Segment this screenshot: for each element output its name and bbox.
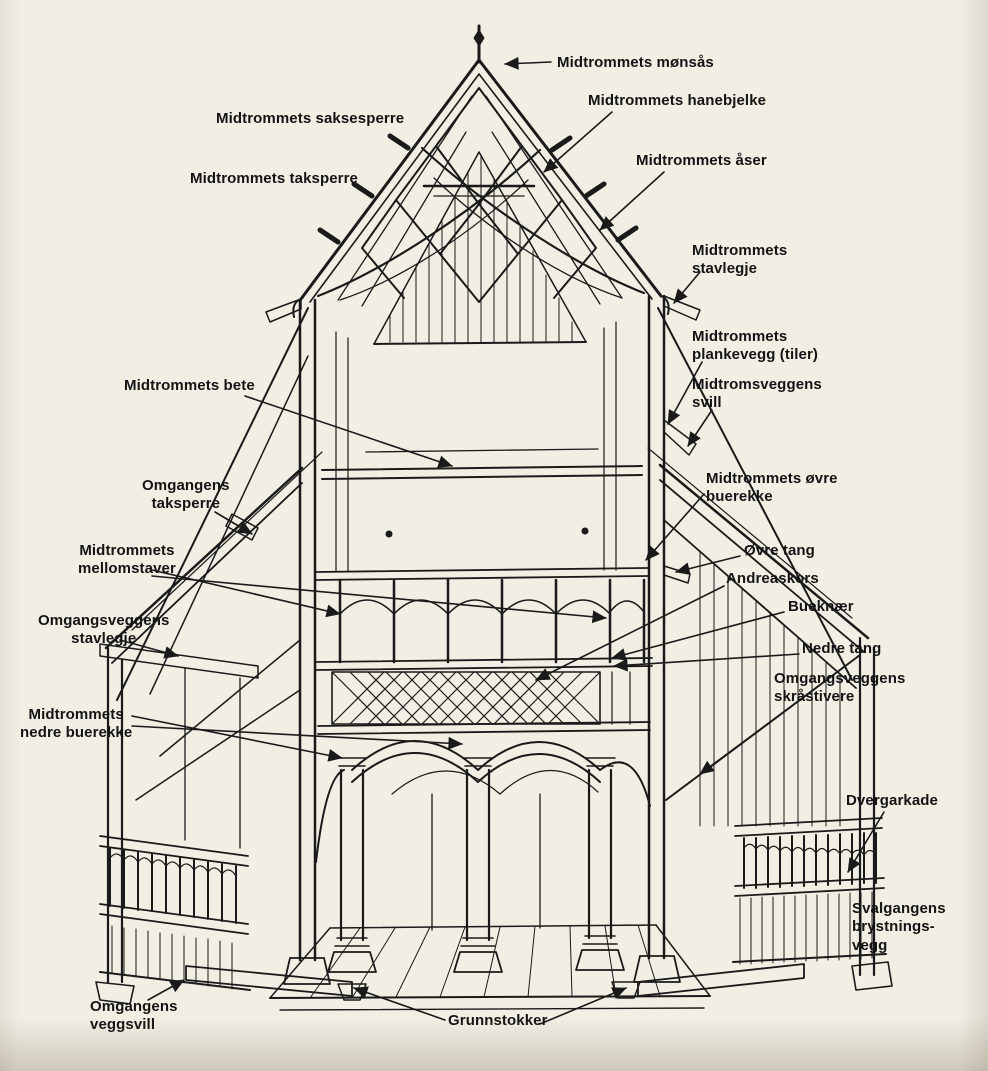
arrow-skrastivere [699, 705, 793, 775]
left-aisle [95, 307, 323, 1005]
lower-arcade [283, 740, 681, 985]
upper-arcade [338, 578, 646, 664]
label-grunnstokker: Grunnstokker [448, 1012, 548, 1029]
arrow-ovre-tang [675, 555, 741, 575]
label-bete: Midtrommets bete [124, 377, 255, 394]
arrow-andreaskors [535, 585, 725, 681]
arrow-hanebjelke [543, 111, 613, 173]
arrow-mellomstaver-2 [151, 575, 607, 624]
arrow-omgangsveggens-stavlegje [119, 639, 179, 659]
callout-arrows [119, 57, 885, 1025]
arrow-stavlegje-midtrom [673, 271, 701, 304]
label-nedre-buerekke: Midtrommets nedre buerekke [20, 706, 133, 742]
label-nedre-tang: Nedre tang [802, 640, 882, 657]
arrow-aser [599, 171, 665, 231]
arrow-nedre-buerekke-1 [131, 715, 343, 762]
label-plankevegg: Midtrommets plankevegg (tiler) [692, 328, 818, 364]
label-bueknaer: Bueknær [788, 598, 854, 615]
arrow-nedre-tang [613, 653, 800, 672]
left-dwarf-arcade [95, 835, 251, 1005]
arrow-dvergarkade [847, 811, 885, 873]
arrow-omgang-taksperre [214, 511, 253, 535]
arrow-svill-midtrom [687, 409, 713, 447]
label-veggsvill: Omgangens veggsvill [90, 998, 178, 1034]
label-mellomstaver: Midtrommets mellomstaver [78, 542, 176, 578]
gable-lattice [361, 87, 597, 303]
label-monsas: Midtrommets mønsås [557, 54, 714, 71]
label-ovre-buerekke: Midtrommets øvre buerekke [706, 470, 838, 506]
label-andreaskors: Andreaskors [726, 570, 819, 587]
arrow-plankevegg [667, 361, 703, 425]
label-taksperre: Midtrommets taksperre [190, 170, 358, 187]
wall-brackets [663, 419, 697, 584]
arrow-bete [244, 395, 453, 468]
roof-structure [265, 24, 701, 323]
label-omgangsveggens-stavlegje: Omgangsveggens stavlegje [38, 612, 170, 648]
arrow-veggsvill [147, 979, 185, 1001]
nave-walls [298, 294, 666, 962]
arrow-grunnstokker-1 [353, 986, 446, 1021]
label-dvergarkade: Dvergarkade [846, 792, 938, 809]
arrow-grunnstokker-2 [539, 987, 627, 1025]
arrow-ovre-buerekke [645, 493, 705, 561]
arrow-bueknaer [611, 611, 785, 661]
label-svalgang: Svalgangens brystnings- vegg [852, 900, 946, 954]
label-ovre-tang: Øvre tang [744, 542, 815, 559]
gable-plank-wall [373, 151, 587, 345]
andreaskors-lattice [331, 671, 631, 725]
right-dwarf-arcade [732, 817, 893, 991]
arrow-mellomstaver-1 [151, 569, 341, 618]
label-hanebjelke: Midtrommets hanebjelke [588, 92, 767, 109]
label-stavlegje-midtrom: Midtrommets stavlegje [692, 242, 788, 278]
label-aser: Midtrommets åser [636, 152, 767, 169]
arrow-nedre-buerekke-2 [131, 725, 463, 750]
label-saksesperre: Midtrommets saksesperre [216, 110, 405, 127]
label-svill-midtrom: Midtromsveggens svill [692, 376, 822, 412]
label-skrastivere: Omgangsveggens skråstivere [774, 670, 906, 706]
label-omgang-taksperre: Omgangens taksperre [142, 477, 230, 513]
arrow-monsas [504, 57, 552, 70]
